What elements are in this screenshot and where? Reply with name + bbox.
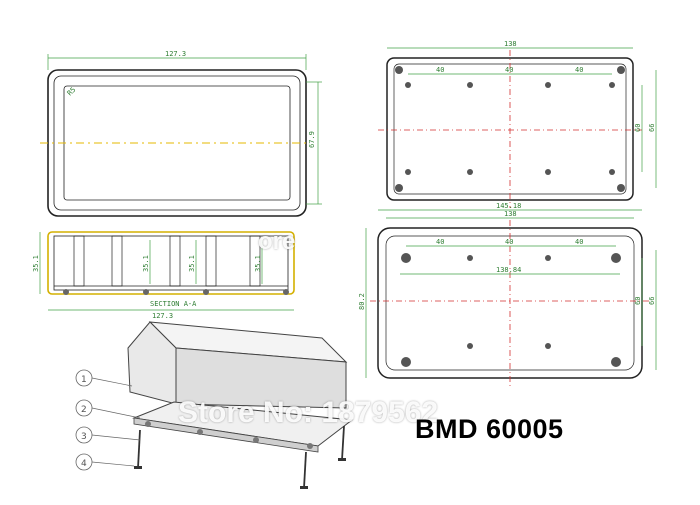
lid-pitch-3: 40 [575,238,583,246]
lid-view: 145.18 138 40 40 40 138.84 80.2 60 66 [358,202,657,386]
lid-width-label-2: 138 [504,210,517,218]
bottom-width-label: 138 [504,40,517,48]
lid-width-label-1: 145.18 [496,202,521,210]
top-view: 127.3 67.9 R5 [40,50,322,217]
side-view: 35.1 35.1 35.1 35.1 SECTION A-A 127.3 [32,231,295,320]
corner-radius-label: R5 [66,86,78,98]
side-width-label: 127.3 [152,312,173,320]
lid-height-label: 80.2 [358,293,366,310]
exploded-assembly-view: 1 2 3 4 [75,321,354,489]
section-label: SECTION A-A [150,300,197,308]
bottom-pitch-2: 40 [505,66,513,74]
side-inner-label-1: 35.1 [142,255,150,272]
callout-1: 1 [81,375,87,385]
watermark-fragment: ore [258,228,296,255]
lid-pitch-2: 40 [505,238,513,246]
side-inner-label-3: 35.1 [254,255,262,272]
model-label: BMD 60005 [415,414,564,444]
top-width-label: 127.3 [165,50,186,58]
bottom-pitch-3: 40 [575,66,583,74]
callout-3: 3 [81,432,87,442]
bottom-view: 138 40 40 40 60 66 [378,40,657,208]
bottom-height-2: 66 [648,124,656,132]
lid-inner-width: 138.84 [496,266,521,274]
lid-height-2: 66 [648,297,656,305]
bottom-pitch-1: 40 [436,66,444,74]
lid-pitch-1: 40 [436,238,444,246]
callout-2: 2 [81,405,87,415]
top-height-label: 67.9 [308,131,316,148]
store-watermark: Store No: 1879562 [178,396,439,429]
callout-4: 4 [81,459,87,469]
side-height-label: 35.1 [32,255,40,272]
bottom-height-1: 60 [634,124,642,132]
side-inner-label-2: 35.1 [188,255,196,272]
lid-height-1: 60 [634,297,642,305]
